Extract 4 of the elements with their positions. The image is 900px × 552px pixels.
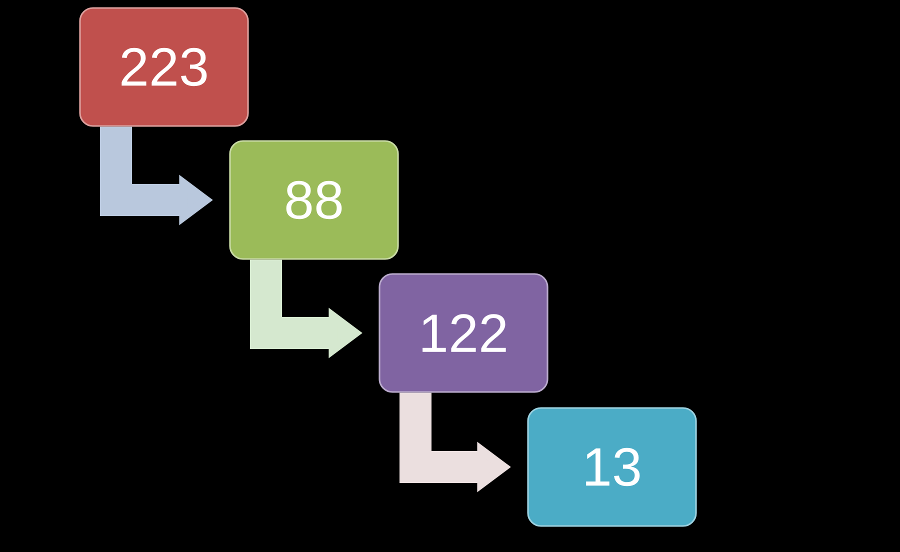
number-box: 13 [527, 407, 697, 527]
number-box: 122 [378, 273, 548, 393]
number-box: 223 [79, 7, 249, 127]
number-box: 88 [229, 140, 399, 260]
